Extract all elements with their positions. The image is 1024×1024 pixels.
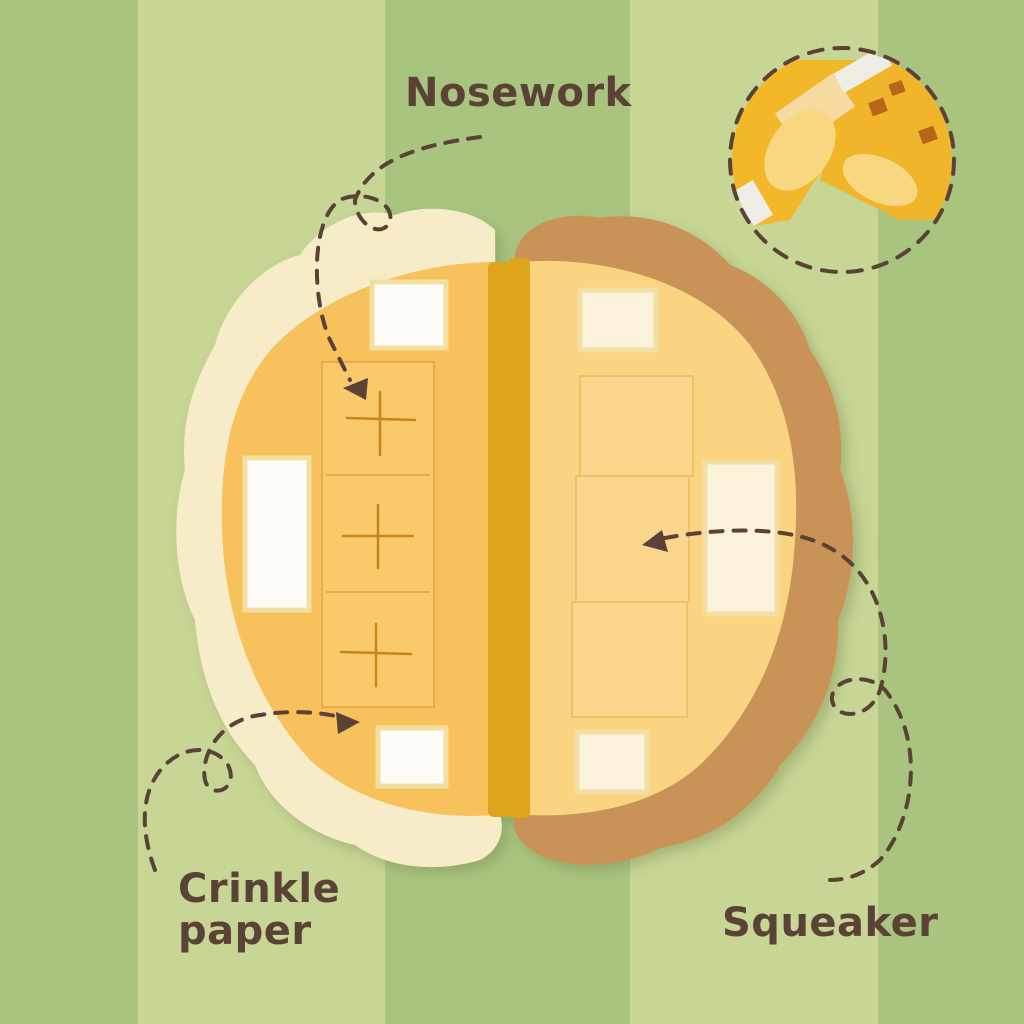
crinkle-paper-label: Crinkle paper [178,866,341,954]
arrowhead-icon [336,712,360,734]
flap-pocket [579,375,694,477]
stripe-1 [0,0,138,1024]
flap-pocket [575,475,690,603]
nosework-label: Nosework [405,70,632,116]
nosework-arrow-path [314,135,482,382]
right-taco-half [508,215,853,865]
squeaker-label: Squeaker [722,900,939,946]
velcro-patch [369,279,449,351]
arrowhead-icon [343,378,368,400]
inset-dashed-ring [728,46,956,274]
flap-pocket [571,601,688,718]
detail-inset [728,46,956,274]
velcro-patch [242,455,312,613]
left-taco-half [176,208,512,868]
crinkle-arrow-path [142,710,342,872]
velcro-patch [574,729,650,795]
arrowhead-icon [642,530,668,552]
nosework-slit-icon [339,390,417,688]
right-spine [508,258,530,818]
velcro-patch [375,725,449,789]
left-spine [488,262,512,817]
arrowhead-icons [336,378,668,734]
velcro-patch [577,287,659,353]
velcro-patch [702,459,780,617]
callout-arrows [142,135,913,882]
